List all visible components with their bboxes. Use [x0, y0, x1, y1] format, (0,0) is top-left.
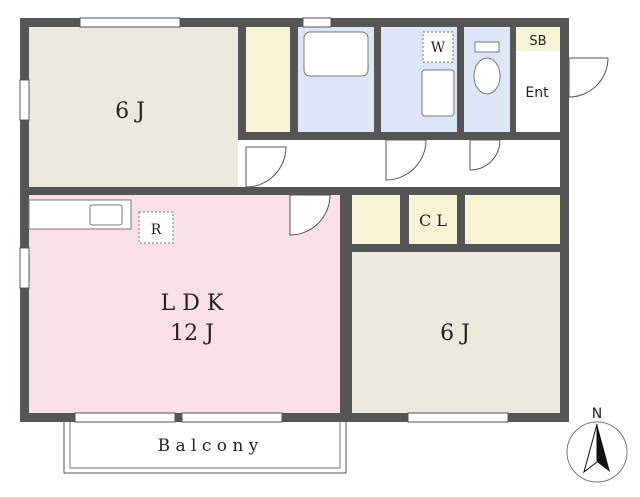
compass-label: N: [592, 406, 602, 422]
shoebox-label: SB: [529, 34, 546, 49]
western-room-north: [29, 27, 238, 187]
western-room-south: [352, 252, 560, 413]
washing-machine-space: [422, 31, 454, 63]
western-room-south-label: 6 J: [440, 321, 470, 346]
bathtub-icon: [303, 31, 369, 77]
washroom-label: W: [431, 40, 446, 56]
western-room-north-label: 6 J: [115, 99, 145, 124]
door-washroom: [385, 139, 427, 181]
window-balcony-2: [181, 412, 283, 423]
closet-right: [465, 195, 560, 244]
toilet-icon: [473, 57, 501, 95]
shoebox: [516, 27, 560, 51]
toilet-tank: [474, 41, 500, 53]
balcony: B a l c o n y: [63, 414, 347, 474]
closet-label: C L: [419, 211, 447, 230]
fridge-label: R: [151, 222, 162, 238]
hall-closet: [352, 195, 400, 244]
door-toilet: [469, 139, 501, 171]
ldk-size-label: 12 J: [170, 321, 214, 346]
compass: N: [566, 406, 628, 483]
washbasin-icon: [421, 69, 455, 117]
entrance-label: Ent: [525, 85, 549, 101]
north-arrow-outline: [583, 423, 598, 474]
sink-icon: [89, 204, 123, 226]
fridge-space: [138, 211, 174, 244]
door-entrance: [568, 57, 609, 98]
window-south-room: [407, 412, 509, 423]
north-closet: [246, 27, 290, 132]
balcony-label: B a l c o n y: [158, 436, 259, 456]
closet: [409, 195, 457, 244]
window-west-ldk: [19, 247, 30, 289]
window-bath: [302, 17, 332, 28]
window-west-north: [19, 79, 30, 121]
door-ldk: [289, 194, 331, 236]
north-arrow-icon: [597, 424, 610, 472]
window-balcony-1: [74, 412, 176, 423]
ldk-label: L D K: [161, 291, 224, 316]
door-north-room: [245, 146, 287, 188]
window-north: [79, 17, 181, 28]
ldk: [29, 195, 340, 413]
